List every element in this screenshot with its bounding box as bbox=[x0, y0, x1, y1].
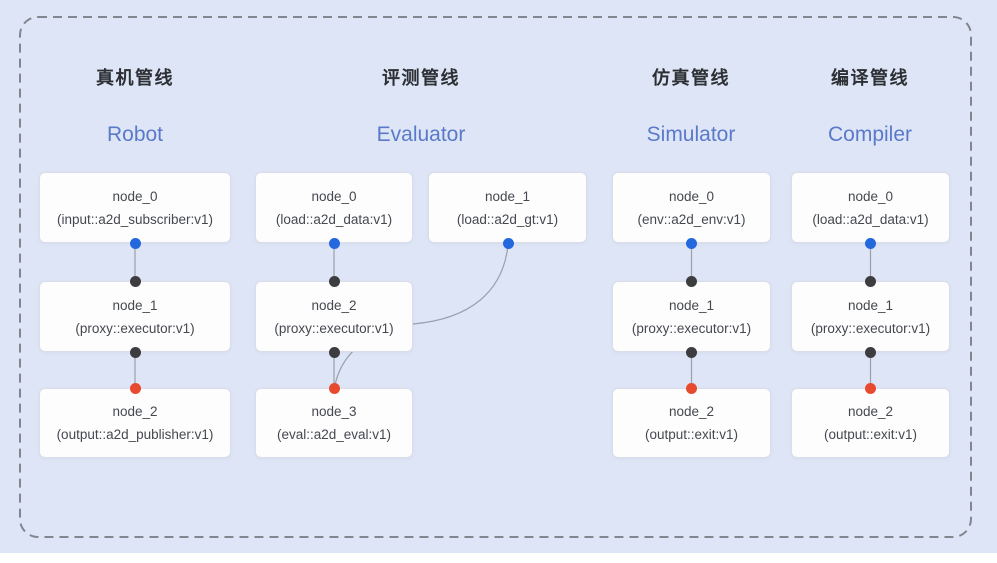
cross-pipeline-edge bbox=[334, 244, 509, 386]
proxy-port-dot bbox=[129, 275, 141, 287]
proxy-port-dot bbox=[686, 275, 697, 287]
node-type: (load::a2d_data:v1) bbox=[812, 211, 929, 227]
pipeline-title-evaluator-zh: 评测管线 bbox=[382, 68, 460, 88]
proxy-port-dot bbox=[328, 346, 340, 358]
pipeline-title-robot-en: Robot bbox=[106, 123, 164, 146]
output-port-dot bbox=[328, 237, 340, 249]
proxy-port-dot bbox=[686, 346, 697, 358]
pipeline-boundary bbox=[19, 16, 972, 538]
pipeline-title-compiler-zh: 编译管线 bbox=[831, 68, 909, 88]
output-port-dot bbox=[129, 237, 141, 249]
node-name: node_2 bbox=[112, 404, 158, 419]
node-type: (load::a2d_data:v1) bbox=[275, 211, 393, 227]
node-type: (eval::a2d_eval:v1) bbox=[276, 427, 392, 442]
node-type: (proxy::executor:v1) bbox=[274, 320, 394, 336]
node-robot-2[interactable]: node_2 (output::a2d_publisher:v1) bbox=[39, 388, 231, 458]
terminal-port-dot bbox=[129, 382, 141, 394]
node-name: node_2 bbox=[847, 404, 894, 419]
node-name: node_1 bbox=[847, 297, 894, 313]
proxy-port-dot bbox=[129, 346, 141, 358]
node-simulator-0[interactable]: node_0 (env::a2d_env:v1) bbox=[612, 172, 771, 243]
node-type: (input::a2d_subscriber:v1) bbox=[56, 211, 214, 227]
terminal-port-dot bbox=[686, 382, 697, 394]
node-name: node_1 bbox=[112, 297, 158, 313]
node-name: node_0 bbox=[311, 188, 357, 204]
pipeline-title-simulator-zh: 仿真管线 bbox=[652, 68, 730, 88]
node-type: (proxy::executor:v1) bbox=[75, 320, 195, 336]
pipeline-title-simulator-en: Simulator bbox=[646, 123, 736, 146]
node-evaluator-3[interactable]: node_3 (eval::a2d_eval:v1) bbox=[255, 388, 413, 458]
node-type: (proxy::executor:v1) bbox=[810, 320, 931, 336]
node-name: node_0 bbox=[847, 188, 894, 204]
node-name: node_3 bbox=[311, 404, 357, 419]
node-name: node_0 bbox=[668, 188, 715, 204]
proxy-port-dot bbox=[865, 346, 876, 358]
proxy-port-dot bbox=[865, 275, 876, 287]
node-type: (env::a2d_env:v1) bbox=[637, 211, 746, 227]
proxy-port-dot bbox=[328, 275, 340, 287]
node-type: (output::exit:v1) bbox=[823, 427, 918, 442]
node-name: node_2 bbox=[668, 404, 715, 419]
pipeline-title-compiler-en: Compiler bbox=[827, 123, 913, 146]
node-compiler-0[interactable]: node_0 (load::a2d_data:v1) bbox=[791, 172, 950, 243]
output-port-dot bbox=[502, 237, 514, 249]
pipeline-title-robot-zh: 真机管线 bbox=[96, 68, 174, 88]
output-port-dot bbox=[865, 237, 876, 249]
node-type: (output::exit:v1) bbox=[644, 427, 739, 442]
pipeline-title-evaluator-en: Evaluator bbox=[376, 123, 466, 146]
node-evaluator-1[interactable]: node_1 (load::a2d_gt:v1) bbox=[428, 172, 587, 243]
node-robot-0[interactable]: node_0 (input::a2d_subscriber:v1) bbox=[39, 172, 231, 243]
node-simulator-1[interactable]: node_1 (proxy::executor:v1) bbox=[612, 281, 771, 352]
node-type: (load::a2d_gt:v1) bbox=[456, 211, 559, 227]
node-evaluator-2[interactable]: node_2 (proxy::executor:v1) bbox=[255, 281, 413, 352]
node-compiler-2[interactable]: node_2 (output::exit:v1) bbox=[791, 388, 950, 458]
node-type: (proxy::executor:v1) bbox=[631, 320, 752, 336]
node-name: node_2 bbox=[311, 297, 357, 313]
node-type: (output::a2d_publisher:v1) bbox=[56, 427, 214, 442]
node-name: node_0 bbox=[112, 188, 158, 204]
node-compiler-1[interactable]: node_1 (proxy::executor:v1) bbox=[791, 281, 950, 352]
terminal-port-dot bbox=[865, 382, 876, 394]
output-port-dot bbox=[686, 237, 697, 249]
node-evaluator-0[interactable]: node_0 (load::a2d_data:v1) bbox=[255, 172, 413, 243]
node-robot-1[interactable]: node_1 (proxy::executor:v1) bbox=[39, 281, 231, 352]
node-name: node_1 bbox=[484, 188, 531, 204]
terminal-port-dot bbox=[328, 382, 340, 394]
node-simulator-2[interactable]: node_2 (output::exit:v1) bbox=[612, 388, 771, 458]
node-name: node_1 bbox=[668, 297, 715, 313]
